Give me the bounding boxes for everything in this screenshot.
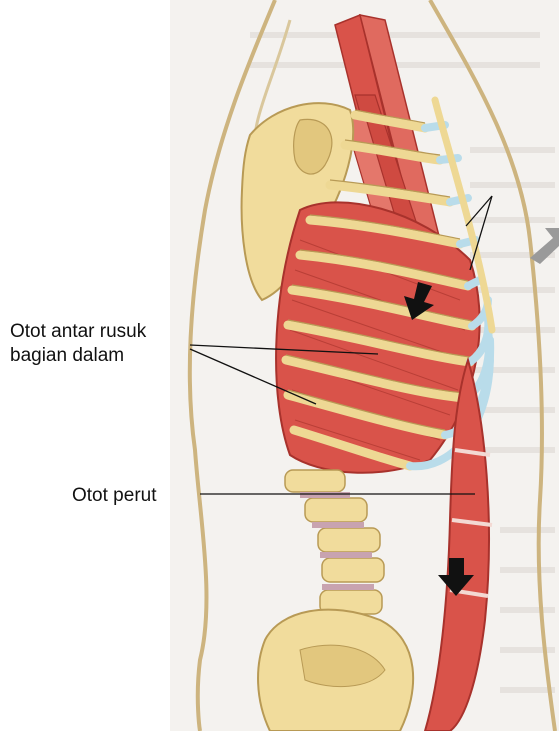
label-abdominal-muscle: Otot perut xyxy=(72,484,157,508)
label-internal-intercostal: Otot antar rusuk bagian dalam xyxy=(10,320,146,368)
label-internal-intercostal-line2: bagian dalam xyxy=(10,344,146,368)
label-internal-intercostal-line1: Otot antar rusuk xyxy=(10,320,146,344)
